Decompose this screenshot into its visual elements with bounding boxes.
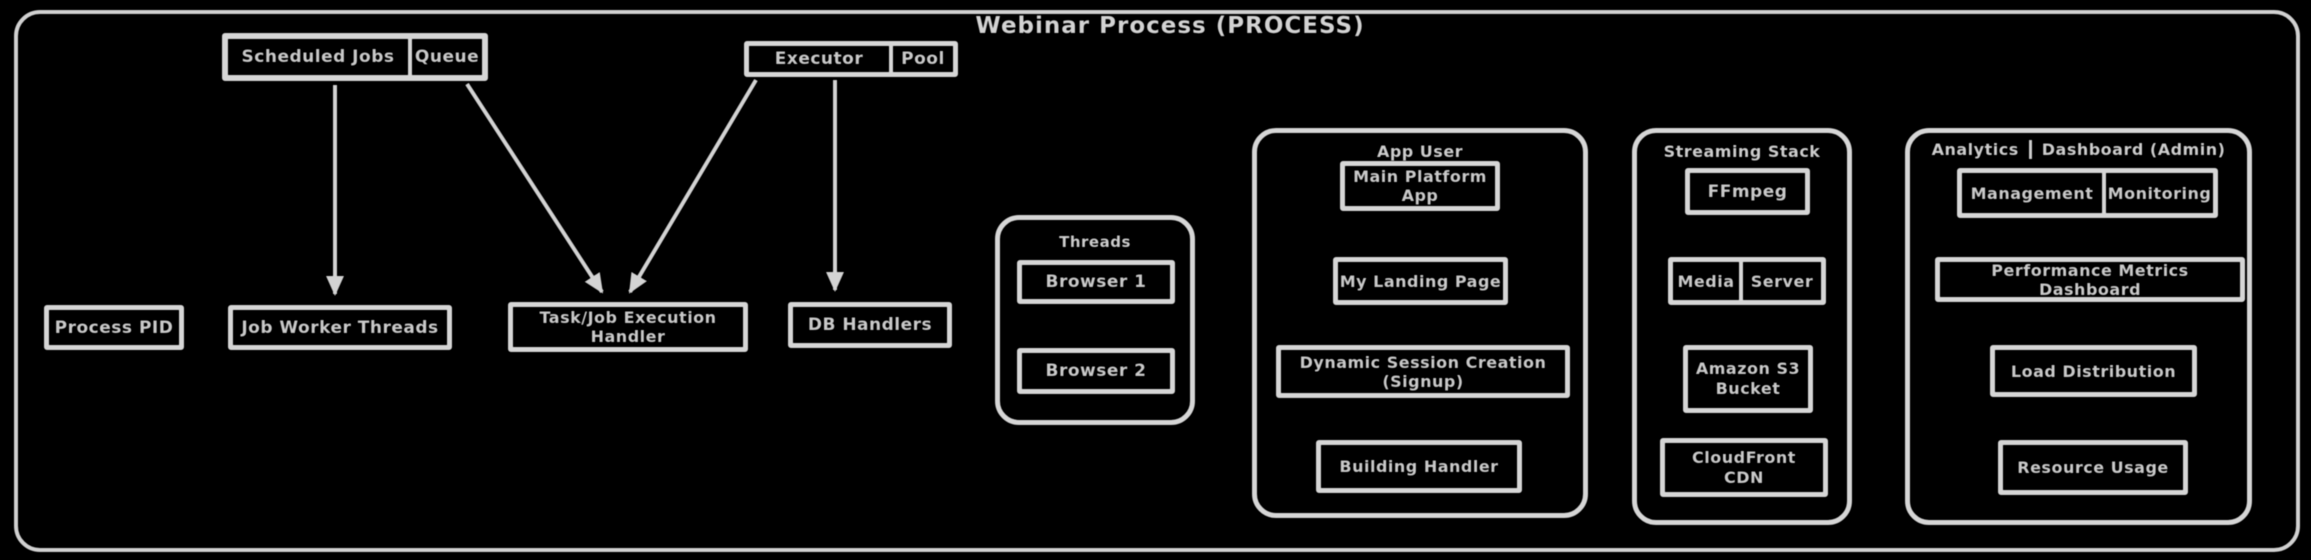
scheduled-jobs-label: Scheduled Jobs (241, 47, 395, 67)
load-distribution-box: Load Distribution (1990, 345, 2197, 397)
cdn-line1: CloudFront (1692, 447, 1796, 467)
diagram-outer-border (14, 10, 2300, 552)
media-server-box: Media Server (1668, 257, 1826, 305)
landing-page-box: My Landing Page (1333, 257, 1508, 305)
analytics-title-right: Dashboard (Admin) (2041, 140, 2226, 159)
management-monitoring-box: Management Monitoring (1957, 168, 2218, 218)
db-handlers-box: DB Handlers (788, 302, 952, 348)
performance-metrics-box: Performance Metrics Dashboard (1935, 257, 2245, 302)
analytics-panel: Analytics Dashboard (Admin) Management M… (1905, 128, 2252, 525)
browser-1-box: Browser 1 (1017, 260, 1175, 304)
resource-usage-box: Resource Usage (1998, 440, 2188, 495)
title-divider (2028, 140, 2032, 159)
cdn-line2: CDN (1724, 467, 1764, 487)
s3-line1: Amazon S3 (1695, 359, 1801, 378)
executor-pool-box: Executor Pool (744, 41, 958, 77)
app-user-panel-title: App User (1376, 142, 1464, 161)
browser-2-box: Browser 2 (1017, 348, 1175, 394)
analytics-title-left: Analytics (1931, 140, 2019, 159)
monitoring-label: Monitoring (2107, 183, 2212, 203)
box-divider (889, 46, 893, 72)
box-divider (1739, 262, 1743, 300)
box-divider (2102, 173, 2106, 213)
media-label: Media (1677, 271, 1735, 291)
threads-panel-title: Threads (1059, 233, 1131, 251)
building-handler-box: Building Handler (1316, 440, 1522, 493)
pool-label: Pool (901, 49, 945, 69)
server-label: Server (1750, 271, 1814, 291)
queue-label: Queue (414, 47, 480, 67)
cdn-box: CloudFront CDN (1660, 438, 1828, 497)
session-creation-box: Dynamic Session Creation (Signup) (1276, 345, 1570, 398)
ffmpeg-box: FFmpeg (1685, 168, 1810, 215)
box-divider (408, 39, 412, 75)
threads-panel: Threads Browser 1 Browser 2 (995, 215, 1195, 425)
app-user-panel: App User Main Platform App My Landing Pa… (1252, 128, 1588, 518)
scheduled-jobs-queue-box: Scheduled Jobs Queue (222, 33, 488, 81)
diagram-title: Webinar Process (PROCESS) (975, 13, 1365, 39)
streaming-panel: Streaming Stack FFmpeg Media Server Amaz… (1632, 128, 1852, 525)
analytics-panel-title: Analytics Dashboard (Admin) (1910, 140, 2247, 159)
s3-bucket-box: Amazon S3 Bucket (1683, 345, 1813, 413)
job-worker-threads-box: Job Worker Threads (228, 305, 452, 350)
executor-label: Executor (774, 49, 864, 69)
management-label: Management (1970, 183, 2094, 203)
main-platform-box: Main Platform App (1340, 161, 1500, 211)
task-execution-handler-box: Task/Job Execution Handler (508, 302, 748, 352)
s3-line2: Bucket (1715, 379, 1781, 398)
streaming-panel-title: Streaming Stack (1663, 142, 1821, 161)
process-pid-box: Process PID (44, 305, 184, 350)
